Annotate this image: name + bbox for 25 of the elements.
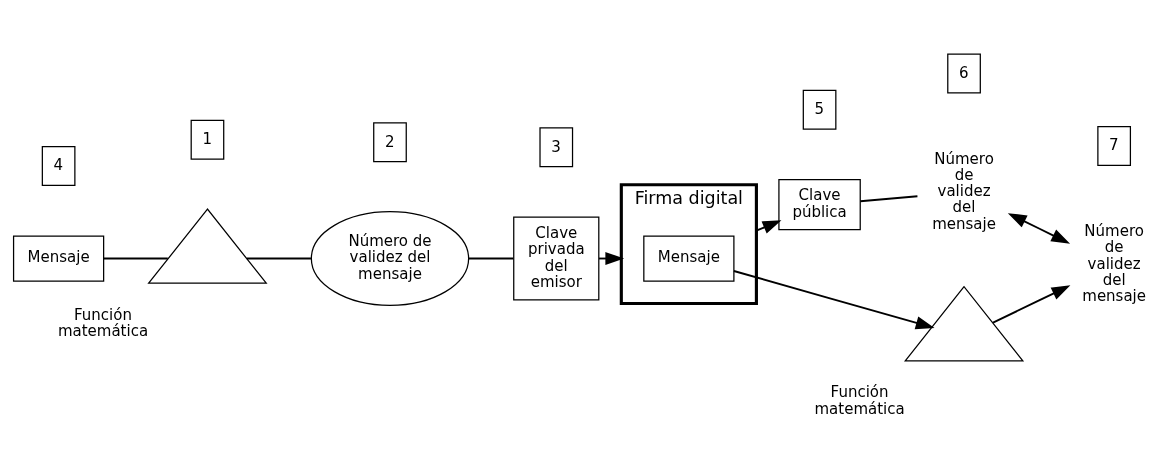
node-box: Mensaje [643, 235, 735, 282]
connector [859, 195, 919, 203]
label: 5 [814, 100, 825, 119]
arrow [732, 270, 935, 330]
connector [467, 257, 515, 260]
connector [102, 257, 169, 260]
label: 3 [551, 137, 561, 156]
label: 2 [384, 132, 395, 151]
node-box: Clave privada del emisor [513, 216, 600, 301]
node-text: Número de validez del mensaje [932, 149, 996, 233]
node-ellipse: Número de validez del mensaje [310, 211, 470, 306]
node-label: Función matemática [57, 305, 149, 341]
label: 6 [959, 63, 969, 82]
node-triangle [903, 285, 1025, 362]
arrow [992, 285, 1071, 324]
label: 4 [53, 156, 64, 175]
label: 1 [202, 130, 212, 149]
node-box: Clave pública [778, 179, 861, 231]
node-text: Número de validez del mensaje [1082, 222, 1147, 306]
arrow [1007, 213, 1071, 244]
node-label: Función matemática [814, 383, 905, 418]
node-box: Mensaje [12, 235, 105, 282]
label: 7 [1109, 136, 1119, 155]
node-triangle [147, 208, 268, 284]
connector [245, 257, 312, 260]
